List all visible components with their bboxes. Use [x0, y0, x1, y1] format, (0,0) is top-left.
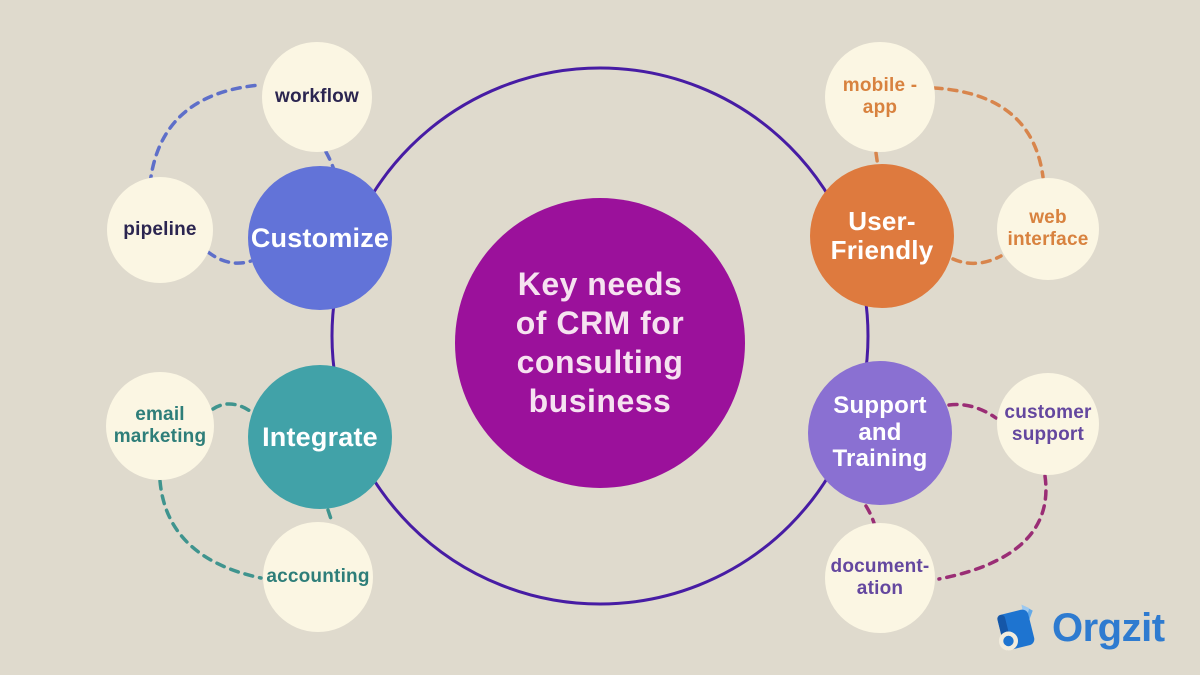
connector-support-customersupport: [947, 402, 998, 420]
satellite-workflow: workflow: [262, 42, 372, 152]
orgzit-logo: Orgzit: [992, 600, 1165, 656]
connector-emailmarketing-accounting: [158, 479, 263, 580]
connector-support-documentation: [864, 504, 876, 525]
satellite-accounting: accounting: [263, 522, 373, 632]
connector-pipeline-workflow: [148, 83, 262, 186]
connector-mobileapp-webinterface: [932, 86, 1045, 179]
connector-emailmarketing-integrate: [211, 402, 252, 413]
connector-customersupport-documentation: [937, 474, 1048, 581]
satellite-customer-support: customer support: [997, 373, 1099, 475]
branch-support-training: Support and Training: [808, 361, 952, 505]
center-topic: Key needs of CRM for consulting business: [455, 198, 745, 488]
satellite-email-marketing: email marketing: [106, 372, 214, 480]
orgzit-wordmark: Orgzit: [1052, 605, 1165, 650]
satellite-web-interface: web interface: [997, 178, 1099, 280]
satellite-pipeline: pipeline: [107, 177, 213, 283]
connector-userfriendly-webinterface: [951, 254, 1003, 266]
branch-user-friendly: User- Friendly: [810, 164, 954, 308]
branch-integrate: Integrate: [248, 365, 392, 509]
connector-pipeline-customize: [206, 250, 253, 265]
satellite-documentation: document- ation: [825, 523, 935, 633]
branch-customize: Customize: [248, 166, 392, 310]
main-ring: [330, 66, 870, 606]
satellite-mobile-app: mobile - app: [825, 42, 935, 152]
orgzit-book-icon: [997, 604, 1035, 651]
connector-integrate-accounting: [326, 508, 334, 524]
connector-mobileapp-userfriendly: [874, 151, 880, 169]
